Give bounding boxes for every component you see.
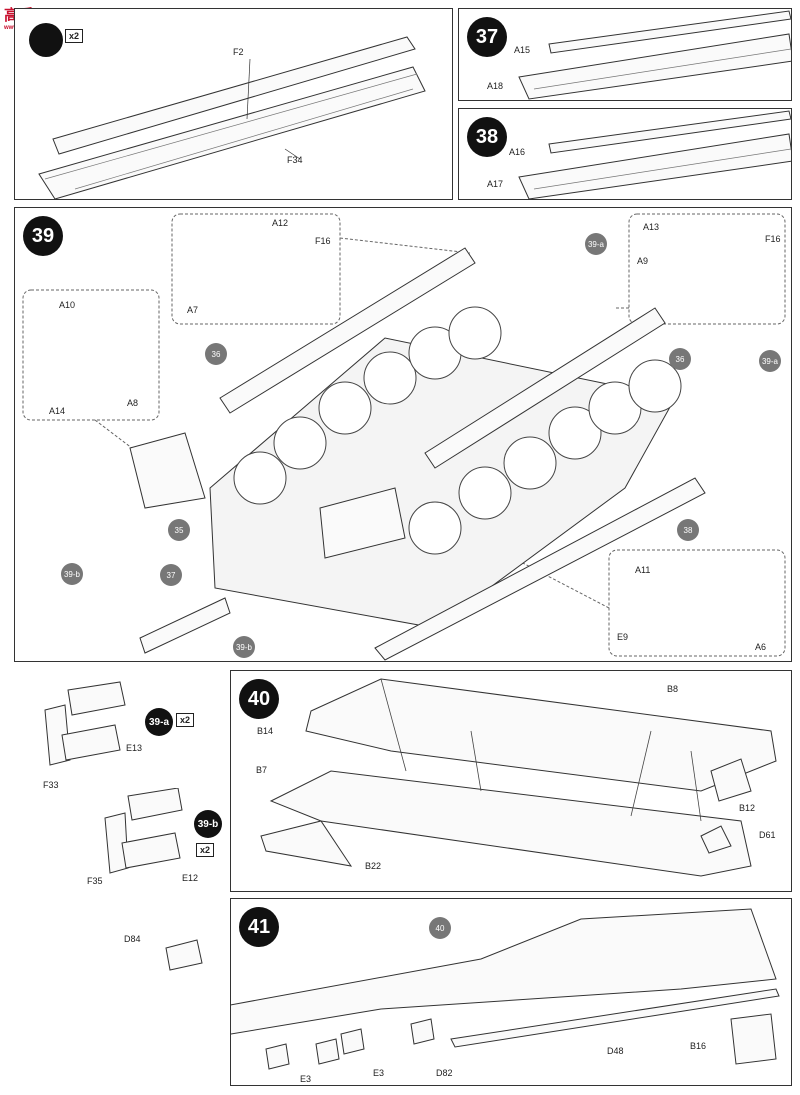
track-illustration — [38, 36, 426, 199]
track-illustration — [518, 110, 791, 199]
subassembly-39a: 39-a x2 E13 F33 — [30, 680, 220, 790]
fender-installation-illustration — [231, 908, 780, 1070]
track-link-illustration — [104, 787, 183, 874]
part-label: A9 — [637, 256, 649, 266]
part-label: A15 — [514, 45, 531, 55]
part-label: A18 — [487, 81, 504, 91]
hull-track-assembly-illustration — [22, 213, 786, 661]
ref-39a-badge: 39-a — [145, 708, 173, 736]
part-label: E3 — [300, 1074, 312, 1084]
step-badge-partial — [29, 23, 63, 57]
track-link-illustration — [44, 681, 126, 766]
part-label: A12 — [272, 218, 289, 228]
ref-40: 40 — [429, 917, 451, 939]
multiplier-badge: x2 — [65, 29, 84, 43]
part-label: F16 — [315, 236, 331, 246]
part-label: E13 — [126, 743, 143, 753]
ref-39b-badge: 39-b — [194, 810, 222, 838]
part-label: B14 — [257, 726, 274, 736]
part-label: B7 — [256, 765, 268, 775]
part-label: B8 — [667, 684, 679, 694]
part-label: F33 — [43, 780, 59, 790]
part-label: D61 — [759, 830, 776, 840]
part-label: A16 — [509, 147, 526, 157]
ref-35: 35 — [168, 519, 190, 541]
part-label: F2 — [233, 47, 244, 57]
ref-38: 38 — [677, 519, 699, 541]
part-label: F34 — [287, 155, 303, 165]
part-label: B22 — [365, 861, 382, 871]
track-illustration — [518, 10, 791, 100]
panel-step-38: 38 A16 A17 — [458, 108, 792, 200]
part-label: A6 — [755, 642, 767, 652]
ref-39b: 39-b — [61, 563, 83, 585]
part-label: A7 — [187, 305, 199, 315]
part-label: E9 — [617, 632, 629, 642]
step-number: 38 — [467, 117, 507, 157]
part-label: F35 — [87, 876, 103, 886]
step-number: 41 — [239, 907, 279, 947]
step-number: 37 — [467, 17, 507, 57]
ref-39b: 39-b — [233, 636, 255, 658]
step-number: 40 — [239, 679, 279, 719]
ref-39a: 39-a — [585, 233, 607, 255]
part-label: A13 — [643, 222, 660, 232]
panel-step-41: 41 40 — [230, 898, 792, 1086]
part-label: D48 — [607, 1046, 624, 1056]
part-label: A11 — [635, 565, 651, 575]
part-label: A14 — [49, 406, 66, 416]
ref-36: 36 — [669, 348, 691, 370]
part-label: D84 — [124, 934, 141, 944]
part-label: B12 — [739, 803, 756, 813]
fender-assembly-illustration — [260, 678, 777, 877]
part-d84-illustration — [165, 939, 203, 971]
ref-39a: 39-a — [759, 350, 781, 372]
panel-step-39: 39 A12 F16 A7 A13 F16 A9 A10 A14 A8 A11 … — [14, 207, 792, 662]
part-label: F16 — [765, 234, 781, 244]
subassembly-39b: 39-b x2 E12 F35 — [80, 787, 230, 888]
part-label: A8 — [127, 398, 139, 408]
part-label: B16 — [690, 1041, 707, 1051]
multiplier-badge: x2 — [176, 713, 195, 727]
ref-37: 37 — [160, 564, 182, 586]
part-label: E12 — [182, 873, 199, 883]
multiplier-badge: x2 — [196, 843, 215, 857]
part-label: A10 — [59, 300, 76, 310]
part-label: E3 — [373, 1068, 385, 1078]
panel-top-left-track: x2 F2 F34 — [14, 8, 453, 200]
panel-step-40: 40 B8 B14 B7 B12 D61 B22 — [230, 670, 792, 892]
part-label: D82 — [436, 1068, 453, 1078]
ref-36: 36 — [205, 343, 227, 365]
panel-step-37: 37 A15 A18 — [458, 8, 792, 101]
step-number: 39 — [23, 216, 63, 256]
part-label: A17 — [487, 179, 504, 189]
